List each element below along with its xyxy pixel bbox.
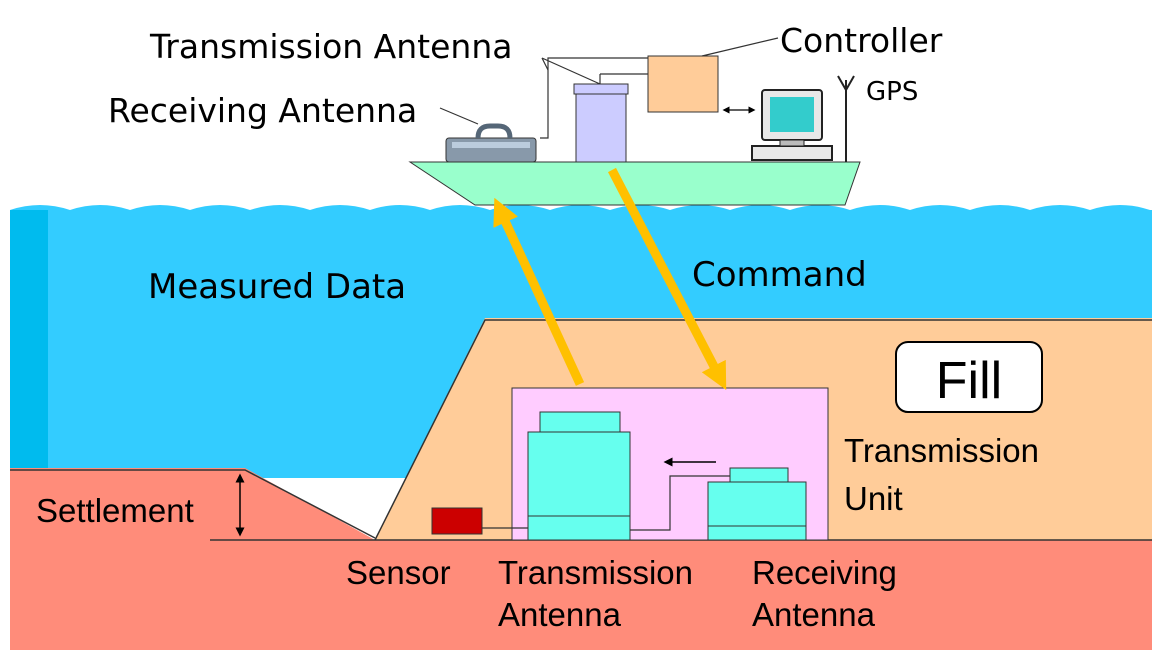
transmission-unit-label-1: Transmission [844,432,1039,469]
settlement-label: Settlement [36,492,194,529]
sensor-label: Sensor [346,554,451,591]
ship-cable [540,57,648,139]
unit-transmission-antenna-label-2: Antenna [498,596,622,633]
unit-receiving-antenna-label-1: Receiving [752,554,897,591]
settlement-line [10,469,376,539]
ship-receiving-antenna-label: Receiving Antenna [108,91,417,130]
unit-transmission-antenna-icon [527,411,631,541]
leader-transmission-antenna [541,57,601,85]
unit-transmission-antenna-label-1: Transmission [498,554,693,591]
ship-transmission-antenna-label: Transmission Antenna [149,27,512,66]
gps-label: GPS [866,77,918,107]
ship-hull [408,161,861,206]
ship-receiving-antenna-icon [445,123,537,163]
fill-label-box [895,341,1043,413]
command-arrow [608,167,727,390]
seabed-area [10,468,1152,650]
unit-cable [630,475,730,531]
fill-slope-line [374,319,1152,541]
leader-receiving-antenna [439,107,479,125]
gps-antenna-icon [837,75,855,162]
measured-data-arrow [493,197,585,386]
controller-box [647,55,719,113]
transmission-unit-label-2: Unit [844,480,903,517]
measured-data-label: Measured Data [148,267,406,307]
fill-label: Fill [936,352,1002,410]
computer-icon [751,89,833,161]
water-left-edge [10,210,48,478]
controller-label: Controller [780,21,943,60]
leader-controller [701,37,779,57]
water-area [10,205,1152,320]
ship-transmission-antenna-icon [573,83,629,163]
unit-receiving-antenna-label-2: Antenna [752,596,876,633]
sensor-icon [431,507,483,535]
unit-receiving-antenna-icon [707,467,807,541]
command-label: Command [692,255,867,295]
